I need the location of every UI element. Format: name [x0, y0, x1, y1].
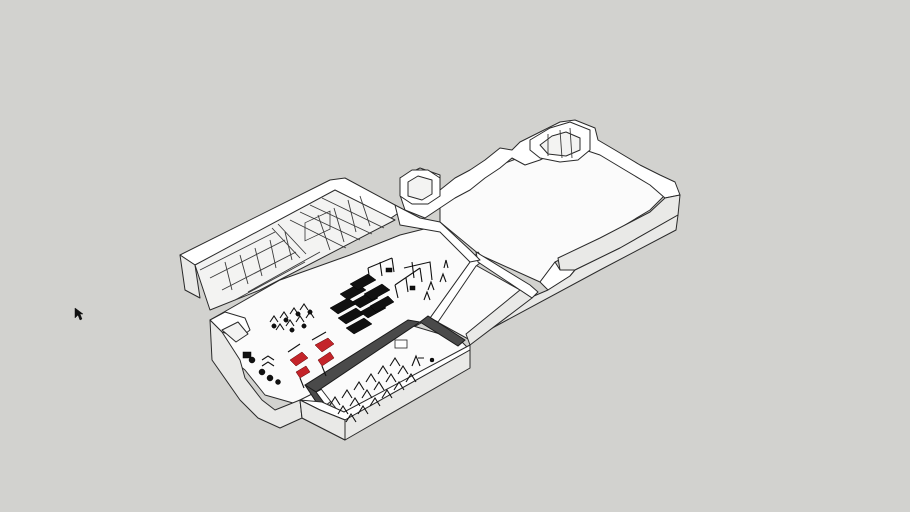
changing-rooms [194, 189, 396, 311]
equipment-studio-bikes [329, 339, 435, 423]
rig-group [367, 257, 449, 301]
top-rooms [399, 121, 591, 205]
mouse-pointer-icon [74, 307, 84, 321]
middle-room [429, 251, 539, 346]
open-hall [399, 119, 681, 341]
bike-group [269, 303, 315, 333]
equipment-cardio [269, 257, 449, 335]
equipment-strength [242, 331, 335, 389]
studio-room [299, 315, 471, 441]
